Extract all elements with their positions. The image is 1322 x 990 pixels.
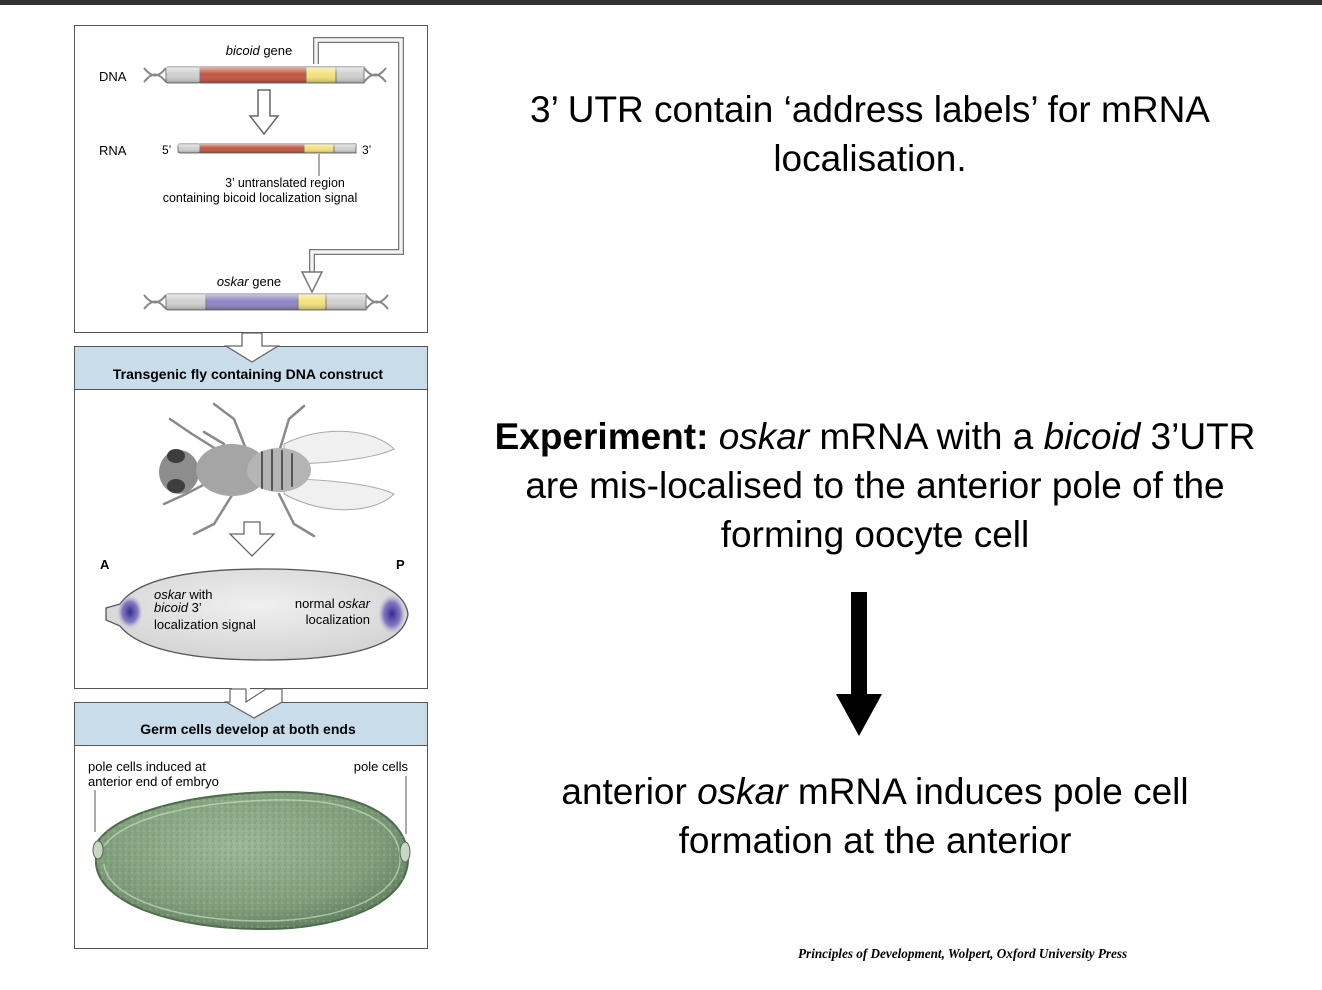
result-text-1: anterior [561,771,698,812]
bicoid-3-label: bicoid 3’ [154,600,202,615]
experiment-text-2: mRNA with a [809,416,1044,457]
transcription-arrow [248,89,280,136]
figure-svg: bicoid gene DNA RNA 5’ 3’ 3’ untranslate… [74,25,428,949]
transgenic-header-text: Transgenic fly containing DNA construct [113,366,384,382]
bicoid-gene-label: bicoid gene [226,43,293,58]
experiment-oskar: oskar [718,416,810,457]
result-text-2: mRNA induces pole cell formation at the … [678,771,1189,861]
posterior-oskar-staining [378,594,406,634]
experiment-label: Experiment: [494,416,709,457]
fly-thorax [196,444,268,496]
normal-localization-label: localization [306,612,370,627]
experiment-bicoid: bicoid [1043,416,1141,457]
oskar-dna-strand [143,293,389,311]
posterior-label: P [396,557,405,572]
top-bar [0,0,1322,5]
slide-heading: 3’ UTR contain ‘address labels’ for mRNA… [530,89,1210,179]
fly-illustration [159,402,395,538]
germ-cells-header-text: Germ cells develop at both ends [140,721,356,737]
panel-arrow-1 [223,332,281,363]
pole-induced-line2: anterior end of embryo [88,774,219,789]
utr-caption-line1: 3’ untranslated region [225,176,345,190]
embryo-image [92,790,411,931]
posterior-pole-cells [399,841,411,863]
result-oskar: oskar [697,771,788,812]
experiment-text-3: 3’UTR are mis-localised to the anterior … [525,416,1256,555]
experiment-statement: Experiment: oskar mRNA with a bicoid 3’U… [490,412,1260,559]
oskar-gene-label: oskar gene [217,274,281,289]
anterior-pole-cells [92,840,104,860]
bicoid-dna-strand [143,66,387,84]
pole-cells-label: pole cells [354,759,409,774]
utr-caption-line2: containing bicoid localization signal [163,191,358,205]
result-statement: anterior oskar mRNA induces pole cell fo… [530,767,1220,865]
citation: Principles of Development, Wolpert, Oxfo… [798,946,1128,961]
oocyte [105,568,409,661]
bicoid-rna-strand [177,143,357,154]
normal-oskar-label: normal oskar [295,596,371,611]
dna-label: DNA [99,69,127,84]
fly-abdomen [247,448,311,492]
anterior-label: A [100,557,110,572]
five-prime-label: 5’ [162,143,171,157]
panel-arrow-2 [223,688,283,719]
localization-signal-label: localization signal [154,617,256,632]
fly-to-egg-arrow [228,521,276,557]
connector-arrowhead [300,271,324,294]
three-prime-label: 3’ [362,143,371,157]
experiment-space [708,416,718,457]
down-arrow [836,592,882,736]
oskar-bicoid-figure: bicoid gene DNA RNA 5’ 3’ 3’ untranslate… [74,24,428,950]
pole-induced-line1: pole cells induced at [88,759,206,774]
oskar-with-label: oskar with [154,587,213,602]
rna-label: RNA [99,143,127,158]
anterior-oskar-staining [117,595,143,629]
